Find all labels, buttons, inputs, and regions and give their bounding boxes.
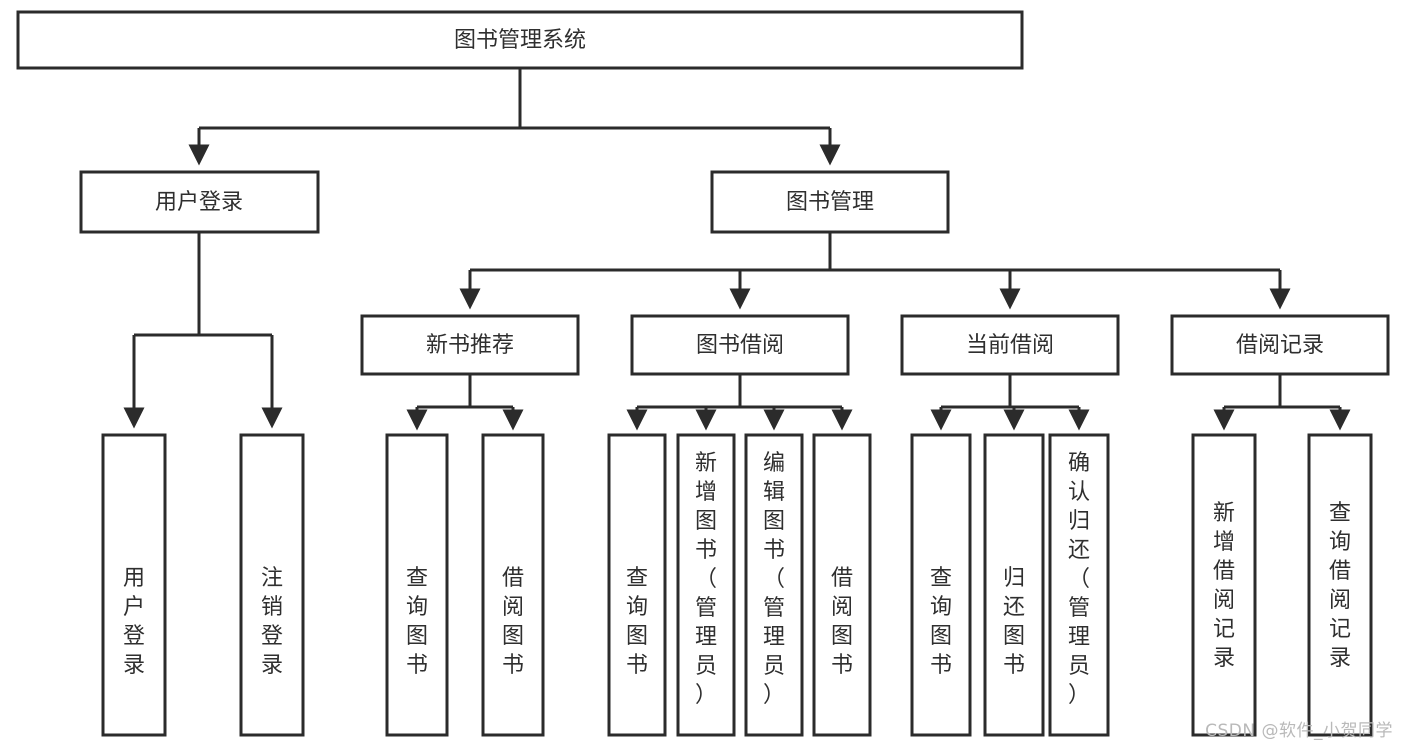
node-leaf-confirm-return-label: 确认归还（管理员） [1068, 451, 1090, 708]
node-leaf-logout[interactable]: 注销登录 [239, 433, 305, 737]
node-leaf-query-record-label: 查询借阅记录 [1329, 501, 1351, 671]
node-borrow-record-box[interactable] [1170, 314, 1390, 376]
node-current-borrow[interactable]: 当前借阅 [900, 314, 1120, 376]
node-leaf-borrow-book-1-label: 借阅图书 [502, 566, 524, 678]
node-leaf-return-book-label: 归还图书 [1003, 566, 1025, 678]
node-leaf-add-record[interactable]: 新增借阅记录 [1191, 433, 1257, 737]
node-leaf-query-book-3-label: 查询图书 [930, 566, 952, 678]
node-book-borrow-box[interactable] [630, 314, 850, 376]
node-leaf-add-record-label: 新增借阅记录 [1213, 501, 1235, 671]
edges-group [123, 68, 1351, 431]
node-leaf-edit-book-label: 编辑图书（管理员） [763, 451, 785, 708]
node-leaf-query-record[interactable]: 查询借阅记录 [1307, 433, 1373, 737]
node-book-mgmt[interactable]: 图书管理 [710, 170, 950, 234]
node-leaf-add-book-box[interactable] [676, 433, 736, 737]
node-new-book-rec-label: 新书推荐 [426, 333, 514, 358]
node-root[interactable]: 图书管理系统 [16, 10, 1024, 70]
node-leaf-user-login-label: 用户登录 [123, 566, 145, 678]
node-leaf-user-login-box[interactable] [101, 433, 167, 737]
node-leaf-borrow-book-2-box[interactable] [812, 433, 872, 737]
node-borrow-record-label: 借阅记录 [1236, 333, 1324, 358]
node-borrow-record[interactable]: 借阅记录 [1170, 314, 1390, 376]
node-leaf-query-book-1-box[interactable] [385, 433, 449, 737]
node-book-borrow-label: 图书借阅 [696, 333, 784, 358]
node-leaf-query-book-1[interactable]: 查询图书 [385, 433, 449, 737]
node-user-login-box[interactable] [79, 170, 320, 234]
node-leaf-query-book-3[interactable]: 查询图书 [910, 433, 972, 737]
node-leaf-borrow-book-1[interactable]: 借阅图书 [481, 433, 545, 737]
node-leaf-query-book-3-box[interactable] [910, 433, 972, 737]
node-root-label: 图书管理系统 [454, 28, 586, 53]
node-current-borrow-box[interactable] [900, 314, 1120, 376]
node-user-login-label: 用户登录 [155, 190, 243, 215]
node-current-borrow-label: 当前借阅 [966, 333, 1054, 358]
node-leaf-add-book[interactable]: 新增图书（管理员） [676, 433, 736, 737]
node-leaf-confirm-return[interactable]: 确认归还（管理员） [1048, 433, 1110, 737]
node-leaf-query-book-2-box[interactable] [607, 433, 667, 737]
node-new-book-rec-box[interactable] [360, 314, 580, 376]
node-new-book-rec[interactable]: 新书推荐 [360, 314, 580, 376]
node-book-borrow[interactable]: 图书借阅 [630, 314, 850, 376]
node-leaf-logout-box[interactable] [239, 433, 305, 737]
node-leaf-user-login[interactable]: 用户登录 [101, 433, 167, 737]
node-leaf-borrow-book-2-label: 借阅图书 [831, 566, 853, 678]
node-book-mgmt-label: 图书管理 [786, 190, 874, 215]
node-root-box[interactable] [16, 10, 1024, 70]
csdn-watermark: CSDN @软件_小贺同学 [1205, 721, 1393, 741]
node-leaf-borrow-book-1-box[interactable] [481, 433, 545, 737]
node-leaf-return-book-box[interactable] [983, 433, 1045, 737]
node-leaf-query-book-1-label: 查询图书 [406, 566, 428, 678]
node-leaf-add-book-label: 新增图书（管理员） [695, 451, 717, 708]
node-leaf-add-record-box[interactable] [1191, 433, 1257, 737]
node-leaf-edit-book-box[interactable] [744, 433, 804, 737]
node-leaf-borrow-book-2[interactable]: 借阅图书 [812, 433, 872, 737]
node-leaf-query-record-box[interactable] [1307, 433, 1373, 737]
node-leaf-edit-book[interactable]: 编辑图书（管理员） [744, 433, 804, 737]
node-user-login[interactable]: 用户登录 [79, 170, 320, 234]
node-leaf-query-book-2[interactable]: 查询图书 [607, 433, 667, 737]
nodes-group: 图书管理系统 用户登录 图书管理 新书推荐 图书借阅 [16, 10, 1390, 737]
node-leaf-return-book[interactable]: 归还图书 [983, 433, 1045, 737]
node-leaf-logout-label: 注销登录 [261, 566, 283, 678]
node-book-mgmt-box[interactable] [710, 170, 950, 234]
node-leaf-query-book-2-label: 查询图书 [626, 566, 648, 678]
node-leaf-confirm-return-box[interactable] [1048, 433, 1110, 737]
